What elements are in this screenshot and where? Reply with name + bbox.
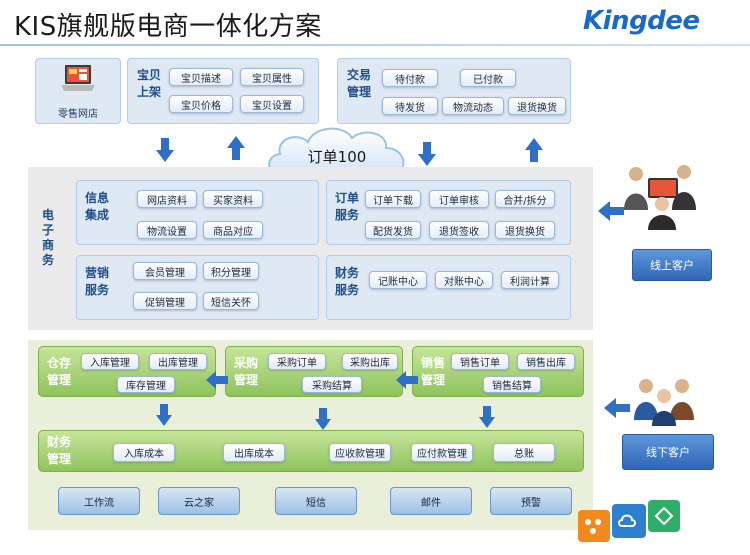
- laptop-store-icon: [61, 65, 95, 91]
- arrow-left-icon: [206, 371, 228, 389]
- product-listing-label: 宝贝 上架: [137, 68, 162, 99]
- pending-shipment-button[interactable]: 待发货: [382, 97, 438, 115]
- arrow-left-icon: [604, 398, 630, 418]
- inventory-management-button[interactable]: 库存管理: [117, 376, 175, 393]
- points-management-button[interactable]: 积分管理: [203, 262, 259, 280]
- ecommerce-label: 电 子 商 务: [42, 208, 55, 267]
- kingdee-logo: Kingdee: [583, 6, 700, 36]
- order-returns-exchange-button[interactable]: 退货换货: [495, 221, 555, 239]
- yunzhijia-button[interactable]: 云之家: [158, 487, 240, 515]
- outbound-cost-button[interactable]: 出库成本: [223, 443, 285, 462]
- finance-management-label: 财务 管理: [47, 435, 72, 466]
- info-integration-label: 信息 集成: [85, 191, 110, 222]
- order100-label: 订单100: [307, 148, 367, 166]
- trade-management-panel: 交易 管理 待付款 已付款 待发货 物流动态 退货换货: [337, 58, 571, 124]
- sales-management-label: 销售 管理: [421, 356, 446, 387]
- retail-store-label: 零售网店: [58, 109, 98, 120]
- cloud-icon: [268, 127, 405, 177]
- product-settings-button[interactable]: 宝贝设置: [240, 95, 304, 113]
- arrow-down-icon: [418, 142, 436, 166]
- reconciliation-center-button[interactable]: 对账中心: [435, 271, 493, 289]
- purchase-management-panel: 采购 管理 采购订单 采购出库 采购结算: [225, 346, 403, 397]
- alert-button[interactable]: 预警: [490, 487, 572, 515]
- promotion-management-button[interactable]: 促销管理: [133, 292, 197, 310]
- decorative-cubes-icon: [578, 500, 680, 542]
- email-button[interactable]: 邮件: [390, 487, 472, 515]
- logistics-status-button[interactable]: 物流动态: [442, 97, 504, 115]
- sales-order-button[interactable]: 销售订单: [451, 353, 509, 370]
- purchase-management-label: 采购 管理: [234, 356, 259, 387]
- finance-service-label: 财务 服务: [335, 266, 360, 297]
- profit-calculation-button[interactable]: 利润计算: [501, 271, 559, 289]
- retail-store-box: 零售网店: [35, 58, 121, 124]
- return-receipt-button[interactable]: 退货签收: [429, 221, 489, 239]
- marketing-service-panel: 营销 服务 会员管理 积分管理 促销管理 短信关怀: [76, 255, 319, 320]
- sms-button[interactable]: 短信: [275, 487, 357, 515]
- member-management-button[interactable]: 会员管理: [133, 262, 197, 280]
- pending-payment-button[interactable]: 待付款: [382, 69, 438, 87]
- workflow-button[interactable]: 工作流: [58, 487, 140, 515]
- purchase-outbound-button[interactable]: 采购出库: [342, 353, 398, 370]
- arrow-up-icon: [525, 138, 543, 162]
- purchase-settlement-button[interactable]: 采购结算: [302, 376, 362, 393]
- order-service-label: 订单 服务: [335, 191, 360, 222]
- warehouse-management-label: 仓存 管理: [47, 356, 72, 387]
- arrow-left-icon: [396, 371, 418, 389]
- warehouse-management-panel: 仓存 管理 入库管理 出库管理 库存管理: [38, 346, 216, 397]
- title-divider: [0, 44, 750, 46]
- payables-management-button[interactable]: 应付款管理: [411, 443, 473, 462]
- sms-care-button[interactable]: 短信关怀: [203, 292, 259, 310]
- paid-button[interactable]: 已付款: [460, 69, 516, 87]
- picking-shipping-button[interactable]: 配货发货: [365, 221, 421, 239]
- product-listing-panel: 宝贝 上架 宝贝描述 宝贝属性 宝贝价格 宝贝设置: [127, 58, 319, 124]
- logistics-settings-button[interactable]: 物流设置: [137, 221, 197, 239]
- returns-exchange-button[interactable]: 退货换货: [508, 97, 566, 115]
- sales-outbound-button[interactable]: 销售出库: [517, 353, 575, 370]
- online-customers-icon: [624, 165, 696, 230]
- marketing-service-label: 营销 服务: [85, 266, 110, 297]
- offline-customers-button[interactable]: 线下客户: [622, 434, 714, 470]
- finance-service-panel: 财务 服务 记账中心 对账中心 利润计算: [326, 255, 571, 320]
- online-customers-button[interactable]: 线上客户: [632, 249, 712, 281]
- store-data-button[interactable]: 网店资料: [137, 190, 197, 208]
- product-mapping-button[interactable]: 商品对应: [203, 221, 263, 239]
- purchase-order-button[interactable]: 采购订单: [268, 353, 326, 370]
- arrow-left-icon: [598, 201, 624, 221]
- sales-settlement-button[interactable]: 销售结算: [483, 376, 541, 393]
- order-review-button[interactable]: 订单审核: [429, 190, 489, 208]
- outbound-management-button[interactable]: 出库管理: [149, 353, 207, 370]
- arrow-down-icon: [156, 138, 174, 162]
- page-title: KIS旗舰版电商一体化方案: [14, 12, 322, 42]
- arrow-up-icon: [227, 136, 245, 160]
- arrow-down-icon: [479, 406, 495, 428]
- inbound-management-button[interactable]: 入库管理: [81, 353, 139, 370]
- receivables-management-button[interactable]: 应收款管理: [329, 443, 391, 462]
- finance-management-panel: 财务 管理 入库成本 出库成本 应收款管理 应付款管理 总账: [38, 430, 584, 472]
- merge-split-button[interactable]: 合并/拆分: [495, 190, 555, 208]
- order-download-button[interactable]: 订单下载: [365, 190, 421, 208]
- bookkeeping-center-button[interactable]: 记账中心: [369, 271, 427, 289]
- inbound-cost-button[interactable]: 入库成本: [113, 443, 175, 462]
- trade-management-label: 交易 管理: [347, 68, 372, 99]
- arrow-down-icon: [156, 404, 172, 426]
- sales-management-panel: 销售 管理 销售订单 销售出库 销售结算: [412, 346, 584, 397]
- order-service-panel: 订单 服务 订单下载 订单审核 合并/拆分 配货发货 退货签收 退货换货: [326, 180, 571, 245]
- product-attributes-button[interactable]: 宝贝属性: [240, 68, 304, 86]
- arrow-down-icon: [315, 408, 331, 430]
- general-ledger-button[interactable]: 总账: [493, 443, 555, 462]
- product-price-button[interactable]: 宝贝价格: [169, 95, 233, 113]
- product-description-button[interactable]: 宝贝描述: [169, 68, 233, 86]
- buyer-data-button[interactable]: 买家资料: [203, 190, 263, 208]
- info-integration-panel: 信息 集成 网店资料 买家资料 物流设置 商品对应: [76, 180, 319, 245]
- offline-customers-icon: [634, 379, 694, 426]
